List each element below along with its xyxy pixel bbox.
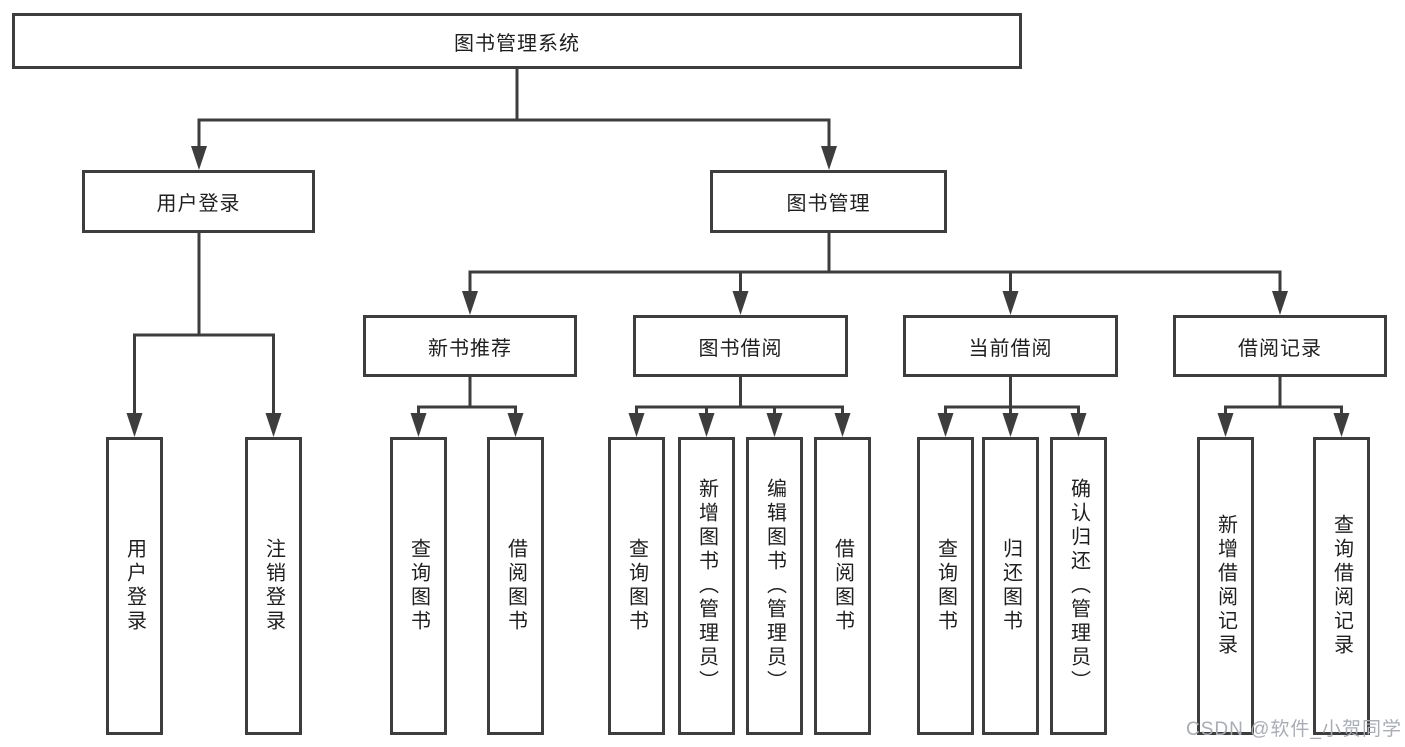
arrow-leaf-query-borrowing-record bbox=[1333, 413, 1350, 437]
leaf-query-books-recommend: 查询图书 bbox=[390, 437, 447, 735]
arrow-leaf-user-login bbox=[126, 413, 143, 437]
arrow-user-login bbox=[191, 146, 207, 170]
arrow-leaf-confirm-return bbox=[1070, 413, 1087, 437]
arrow-leaf-borrow-books-recommend bbox=[507, 413, 524, 437]
leaf-add-books-admin: 新增图书（管理员） bbox=[678, 437, 735, 735]
node-current-borrowing: 当前借阅 bbox=[903, 315, 1118, 377]
leaf-confirm-return-admin: 确认归还（管理员） bbox=[1050, 437, 1107, 735]
leaf-borrow-books-borrowing: 借阅图书 bbox=[814, 437, 871, 735]
arrow-current-borrowing bbox=[1002, 291, 1019, 315]
node-library-system: 图书管理系统 bbox=[12, 13, 1022, 69]
leaf-return-books: 归还图书 bbox=[982, 437, 1039, 735]
leaf-add-borrowing-record: 新增借阅记录 bbox=[1197, 437, 1254, 735]
leaf-query-books-current: 查询图书 bbox=[917, 437, 974, 735]
connector-borrowing-records bbox=[1224, 377, 1343, 425]
connector-new-book-recommendation bbox=[417, 377, 517, 425]
leaf-logout-login: 注销登录 bbox=[245, 437, 302, 735]
node-book-borrowing: 图书借阅 bbox=[633, 315, 848, 377]
arrow-book-management bbox=[821, 146, 837, 170]
node-user-login: 用户登录 bbox=[82, 170, 315, 233]
arrow-leaf-query-books-borrowing bbox=[628, 413, 645, 437]
arrow-book-borrowing bbox=[732, 291, 749, 315]
arrow-leaf-add-books bbox=[698, 413, 715, 437]
leaf-query-borrowing-record: 查询借阅记录 bbox=[1313, 437, 1370, 735]
connector-user-login bbox=[133, 233, 275, 425]
connector-root bbox=[197, 69, 831, 150]
node-new-book-recommendation: 新书推荐 bbox=[363, 315, 577, 377]
leaf-query-books-borrowing: 查询图书 bbox=[608, 437, 665, 735]
arrow-borrowing-records bbox=[1272, 291, 1288, 315]
arrow-leaf-edit-books bbox=[766, 413, 783, 437]
connector-book-borrowing bbox=[635, 377, 844, 425]
node-borrowing-records: 借阅记录 bbox=[1173, 315, 1387, 377]
csdn-watermark: CSDN @软件_小贺同学 bbox=[1186, 719, 1402, 740]
arrowheads bbox=[126, 146, 1350, 437]
arrow-leaf-query-books-recommend bbox=[410, 413, 427, 437]
arrow-new-book-recommendation bbox=[462, 291, 478, 315]
arrow-leaf-borrow-books-borrowing bbox=[834, 413, 851, 437]
arrow-leaf-return-books bbox=[1002, 413, 1019, 437]
leaf-borrow-books-recommend: 借阅图书 bbox=[487, 437, 544, 735]
connector-book-management bbox=[468, 233, 1282, 308]
arrow-leaf-query-books-current bbox=[937, 413, 954, 437]
arrow-leaf-logout bbox=[265, 413, 282, 437]
leaf-user-login: 用户登录 bbox=[106, 437, 163, 735]
arrow-leaf-add-borrowing-record bbox=[1217, 413, 1234, 437]
node-book-management: 图书管理 bbox=[710, 170, 947, 233]
leaf-edit-books-admin: 编辑图书（管理员） bbox=[746, 437, 803, 735]
